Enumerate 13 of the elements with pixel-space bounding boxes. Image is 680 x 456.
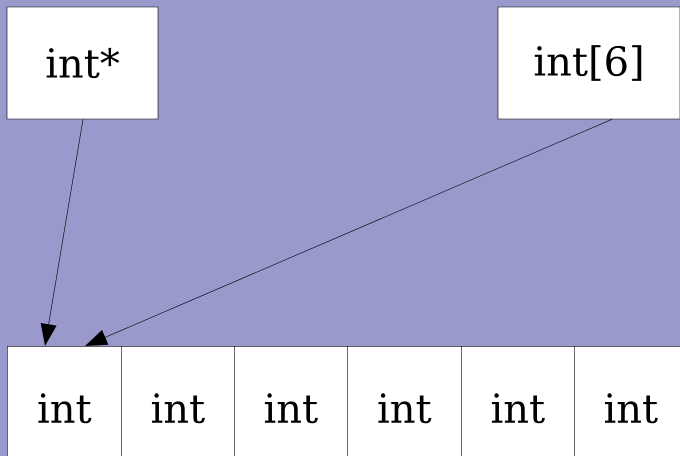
array-cell: int	[574, 346, 680, 456]
array-cell: int	[121, 346, 235, 456]
node-label: int	[152, 393, 205, 424]
array-cell: int	[461, 346, 575, 456]
node-label: int	[38, 393, 92, 424]
array-cell: int	[347, 346, 462, 456]
array-cell: int	[7, 346, 122, 456]
node-label: int	[492, 393, 545, 424]
node-label: int	[264, 393, 318, 424]
type-box: int[6]	[498, 6, 680, 120]
node-label: int	[378, 393, 432, 424]
array-cell: int	[234, 346, 348, 456]
type-box: int*	[6, 6, 158, 120]
